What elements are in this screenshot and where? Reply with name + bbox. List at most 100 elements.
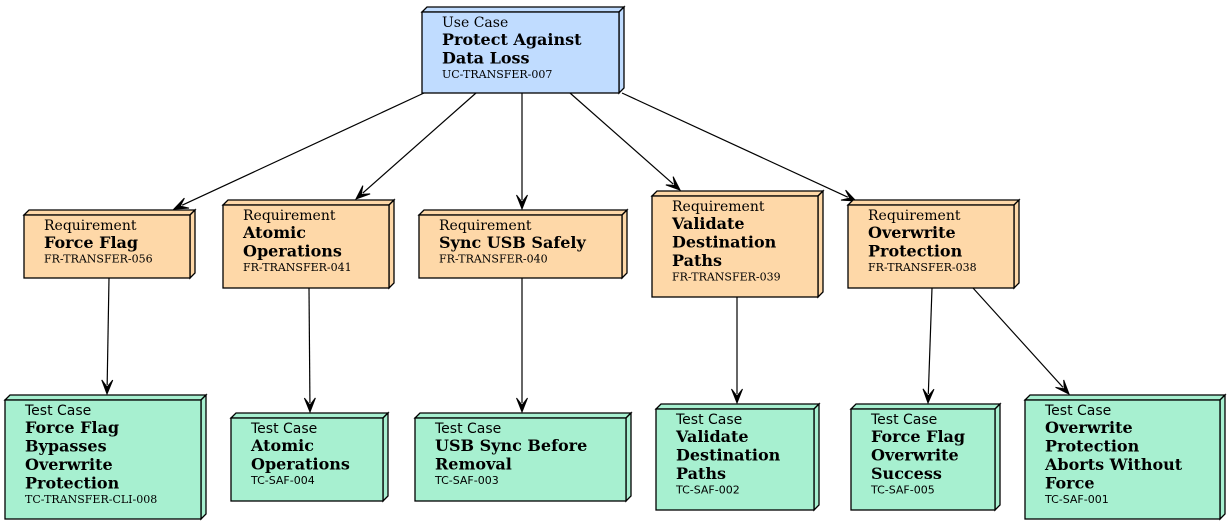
box-right-face	[1013, 198, 1020, 290]
box-top-face	[3, 394, 208, 401]
box-top-face	[417, 209, 629, 216]
node-id-label: TC-SAF-001	[1044, 493, 1109, 506]
node-kind-label: Test Case	[870, 412, 937, 428]
node-title-line: Force Flag	[25, 418, 119, 437]
edge-line	[106, 277, 110, 386]
box-front-face	[23, 214, 191, 279]
node-id-label: TC-SAF-003	[434, 474, 499, 487]
edge-fr040-to-tcsaf003	[516, 278, 528, 414]
node-title-line: Overwrite	[868, 223, 956, 242]
node-title-line: Overwrite	[25, 455, 113, 474]
node-title-line: Success	[871, 464, 942, 483]
node-kind-label: Requirement	[439, 218, 532, 234]
arrowhead-icon	[516, 397, 528, 414]
node-requirement-fr038[interactable]: RequirementOverwriteProtectionFR-TRANSFE…	[846, 198, 1021, 290]
node-kind-label: Use Case	[442, 15, 508, 31]
edge-uc007-to-fr040	[516, 93, 528, 211]
box-front-face	[850, 408, 996, 511]
node-title-line: Data Loss	[442, 49, 530, 68]
node-title-line: Operations	[251, 455, 350, 474]
box-front-face	[414, 417, 627, 502]
node-kind-label: Test Case	[24, 403, 91, 419]
edge-uc007-to-fr041	[354, 92, 477, 200]
box-right-face	[817, 189, 824, 299]
node-title-line: Paths	[676, 464, 726, 483]
node-id-label: TC-TRANSFER-CLI-008	[25, 493, 157, 506]
arrowhead-icon	[665, 176, 682, 191]
node-title-line: Overwrite	[871, 446, 959, 465]
box-top-face	[413, 412, 633, 419]
arrowhead-icon	[1055, 379, 1070, 396]
box-right-face	[625, 411, 632, 503]
box-right-face	[200, 393, 207, 521]
box-top-face	[420, 6, 626, 13]
node-title-line: Destination	[672, 233, 777, 252]
box-right-face	[189, 208, 196, 280]
node-title-line: Force	[1045, 474, 1095, 493]
edge-uc007-to-fr038	[621, 92, 858, 202]
box-front-face	[651, 195, 819, 298]
box-front-face	[418, 214, 623, 279]
node-kind-label: Test Case	[250, 421, 317, 437]
node-title-line: Protection	[868, 242, 963, 261]
edge-uc007-to-fr039	[569, 92, 682, 191]
node-title-line: Protect Against	[442, 30, 582, 49]
box-top-face	[846, 199, 1021, 206]
edge-fr038-to-tcsaf001	[972, 287, 1070, 396]
node-title-line: Destination	[676, 446, 781, 465]
node-title-line: Paths	[672, 251, 722, 270]
node-title-line: Force Flag	[44, 233, 138, 252]
edge-line	[972, 287, 1064, 388]
node-requirement-fr041[interactable]: RequirementAtomicOperationsFR-TRANSFER-0…	[221, 198, 396, 290]
node-title-line: Bypasses	[25, 437, 107, 456]
box-right-face	[994, 402, 1001, 512]
arrowhead-icon	[840, 189, 858, 202]
arrowhead-icon	[922, 388, 935, 405]
node-kind-label: Requirement	[672, 199, 765, 215]
edge-line	[181, 92, 425, 206]
box-right-face	[382, 411, 389, 503]
box-top-face	[1023, 394, 1227, 401]
box-right-face	[388, 198, 395, 290]
node-kind-label: Requirement	[44, 218, 137, 234]
node-title-line: Atomic	[250, 436, 314, 455]
box-front-face	[655, 408, 815, 511]
node-test-case-tcsaf002[interactable]: Test CaseValidateDestinationPathsTC-SAF-…	[654, 402, 821, 512]
edge-line	[621, 92, 849, 198]
arrowhead-icon	[731, 388, 743, 405]
node-requirement-fr039[interactable]: RequirementValidateDestinationPathsFR-TR…	[650, 189, 825, 299]
edge-line	[927, 287, 933, 395]
box-front-face	[230, 417, 384, 502]
edge-fr038-to-tcsaf005	[922, 287, 935, 405]
box-top-face	[650, 190, 825, 197]
node-title-line: Removal	[435, 455, 512, 474]
node-id-label: TC-SAF-002	[675, 484, 740, 497]
node-kind-label: Test Case	[1044, 403, 1111, 419]
edge-fr041-to-tcsaf004	[303, 287, 316, 414]
box-front-face	[4, 399, 202, 520]
node-title-line: USB Sync Before	[435, 436, 587, 455]
node-title-line: Protection	[1045, 437, 1140, 456]
node-title-line: Validate	[671, 214, 745, 233]
edge-uc007-to-fr056	[172, 92, 425, 210]
box-front-face	[1024, 399, 1221, 520]
node-title-line: Sync USB Safely	[439, 233, 586, 252]
node-id-label: TC-SAF-005	[870, 484, 935, 497]
box-right-face	[1219, 393, 1226, 521]
node-id-label: FR-TRANSFER-039	[672, 271, 781, 284]
node-id-label: UC-TRANSFER-007	[442, 68, 552, 81]
node-kind-label: Requirement	[868, 208, 961, 224]
node-title-line: Atomic	[242, 223, 306, 242]
box-right-face	[813, 402, 820, 512]
edge-fr056-to-tccli008	[101, 277, 114, 396]
box-top-face	[221, 199, 396, 206]
